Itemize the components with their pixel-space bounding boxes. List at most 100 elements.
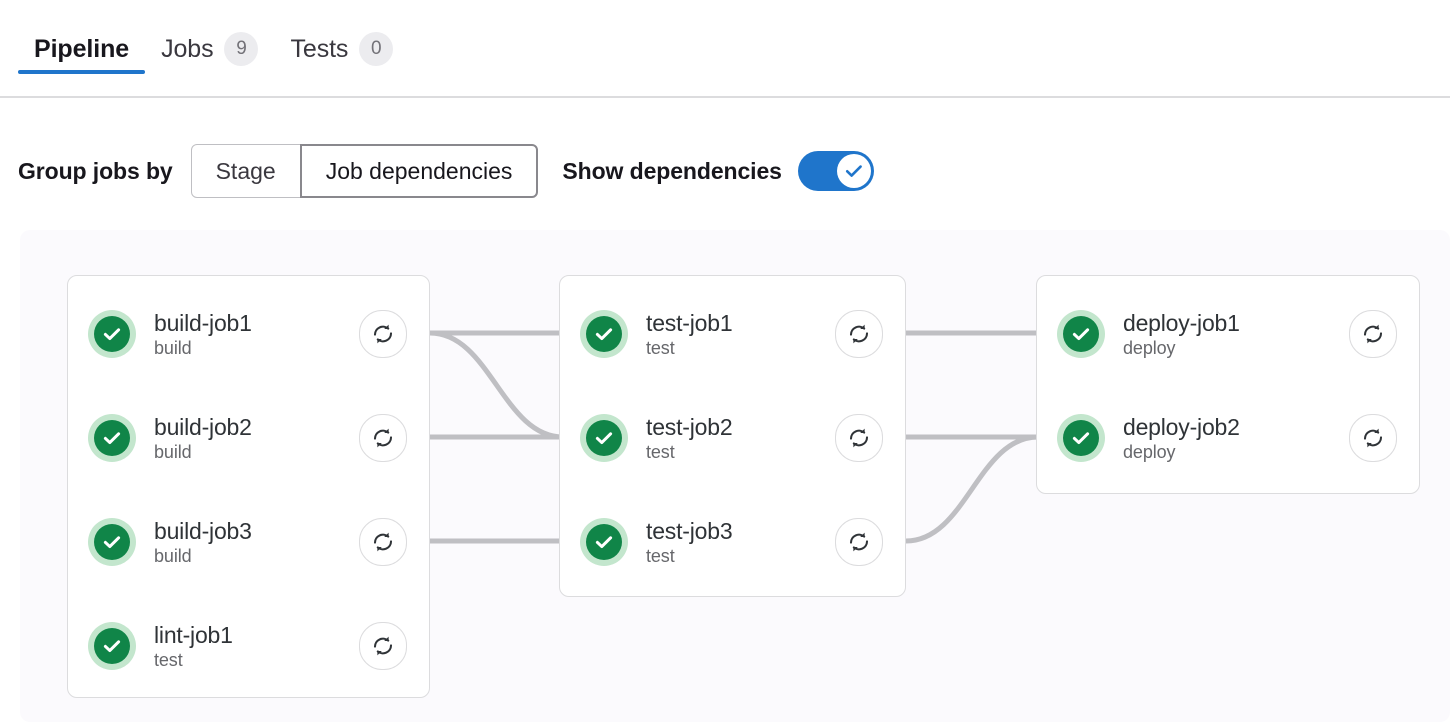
job-name: build-job3 [154, 517, 252, 544]
check-icon [1072, 432, 1090, 445]
retry-arrow-head-top [384, 324, 389, 330]
status-icon-core [94, 420, 130, 456]
job-stage: deploy [1123, 337, 1176, 358]
retry-arrow-head-bottom [377, 442, 382, 448]
job-text: test-job3 test [646, 518, 825, 567]
check-icon [845, 165, 862, 177]
tab-tests-badge: 0 [359, 32, 394, 66]
retry-arrow-head-top [1374, 428, 1379, 434]
status-icon-core [94, 524, 130, 560]
job-row-deploy-job2[interactable]: deploy-job2 deploy [1037, 400, 1419, 476]
job-stage: test [646, 441, 675, 462]
toggle-knob [836, 154, 871, 188]
job-row-lint-job1[interactable]: lint-job1 test [68, 608, 429, 684]
retry-button[interactable] [359, 622, 407, 670]
tab-tests[interactable]: Tests 0 [274, 0, 409, 72]
retry-icon [1363, 428, 1383, 448]
retry-icon [373, 324, 393, 344]
status-success-icon [88, 518, 136, 566]
test-column-card: test-job1 test [559, 275, 906, 597]
job-row-test-job3[interactable]: test-job3 test [560, 504, 905, 580]
tab-tests-label: Tests [290, 35, 349, 63]
retry-button[interactable] [359, 518, 407, 566]
build-column-card: build-job1 build [67, 275, 430, 698]
tab-bar-divider [0, 96, 1450, 98]
status-success-icon [580, 310, 628, 358]
retry-button[interactable] [835, 310, 883, 358]
status-icon-core [94, 316, 130, 352]
job-stage: test [646, 545, 675, 566]
retry-arrow-head-bottom [377, 546, 382, 552]
status-success-icon [1057, 414, 1105, 462]
status-icon-core [94, 628, 130, 664]
job-name: test-job1 [646, 309, 733, 336]
status-success-icon [580, 518, 628, 566]
deploy-column-card: deploy-job1 deploy [1036, 275, 1420, 494]
show-dependencies-toggle[interactable] [797, 151, 874, 191]
retry-arrow-head-bottom [1367, 338, 1372, 344]
retry-button[interactable] [1349, 310, 1397, 358]
job-row-build-job1[interactable]: build-job1 build [68, 296, 429, 372]
job-row-build-job3[interactable]: build-job3 build [68, 504, 429, 580]
job-name: build-job2 [154, 413, 252, 440]
job-name: build-job1 [154, 309, 252, 336]
tab-jobs-badge: 9 [224, 32, 259, 66]
retry-button[interactable] [359, 310, 407, 358]
retry-icon [373, 428, 393, 448]
job-row-test-job1[interactable]: test-job1 test [560, 296, 905, 372]
job-text: build-job2 build [154, 414, 349, 463]
job-name: lint-job1 [154, 621, 233, 648]
tab-jobs[interactable]: Jobs 9 [145, 0, 274, 72]
retry-arrow-head-bottom [377, 650, 382, 656]
check-icon [103, 640, 121, 653]
tab-list: Pipeline Jobs 9 Tests 0 [18, 0, 409, 74]
job-name: test-job3 [646, 517, 733, 544]
show-dependencies-label: Show dependencies [562, 157, 782, 184]
tab-jobs-label: Jobs [161, 35, 214, 63]
tab-pipeline[interactable]: Pipeline [18, 0, 146, 74]
check-icon [595, 432, 613, 445]
job-row-test-job2[interactable]: test-job2 test [560, 400, 905, 476]
retry-arrow-head-top [384, 636, 389, 642]
job-text: lint-job1 test [154, 622, 349, 671]
retry-button[interactable] [1349, 414, 1397, 462]
check-icon [595, 328, 613, 341]
job-stage: build [154, 545, 192, 566]
tab-bar: Pipeline Jobs 9 Tests 0 [0, 0, 1450, 98]
retry-arrow-head-bottom [377, 338, 382, 344]
check-icon [1072, 328, 1090, 341]
check-icon [595, 536, 613, 549]
segment-stage[interactable]: Stage [190, 144, 301, 198]
check-icon [103, 432, 121, 445]
job-row-build-job2[interactable]: build-job2 build [68, 400, 429, 476]
retry-arrow-head-top [384, 428, 389, 434]
show-dependencies-control: Show dependencies [562, 151, 874, 191]
job-text: build-job3 build [154, 518, 349, 567]
pipeline-graph-panel: build-job1 build [20, 230, 1450, 722]
job-text: test-job1 test [646, 310, 825, 359]
retry-button[interactable] [835, 414, 883, 462]
retry-icon [849, 532, 869, 552]
status-success-icon [580, 414, 628, 462]
segment-job-dependencies[interactable]: Job dependencies [299, 144, 539, 198]
check-icon [103, 536, 121, 549]
retry-arrow-head-bottom [1367, 442, 1372, 448]
job-text: test-job2 test [646, 414, 825, 463]
retry-icon [373, 532, 393, 552]
retry-button[interactable] [835, 518, 883, 566]
job-stage: test [646, 337, 675, 358]
status-icon-core [586, 420, 622, 456]
group-jobs-by-label: Group jobs by [18, 157, 173, 184]
graph-controls: Group jobs by Stage Job dependencies Sho… [18, 144, 874, 198]
status-icon-core [1063, 316, 1099, 352]
status-success-icon [88, 310, 136, 358]
retry-button[interactable] [359, 414, 407, 462]
tab-active-underline [18, 70, 146, 74]
group-jobs-by-segmented-control: Stage Job dependencies [190, 144, 539, 198]
status-icon-core [586, 316, 622, 352]
job-text: deploy-job1 deploy [1123, 310, 1339, 359]
retry-icon [1363, 324, 1383, 344]
job-row-deploy-job1[interactable]: deploy-job1 deploy [1037, 296, 1419, 372]
job-text: build-job1 build [154, 310, 349, 359]
retry-arrow-head-top [384, 532, 389, 538]
